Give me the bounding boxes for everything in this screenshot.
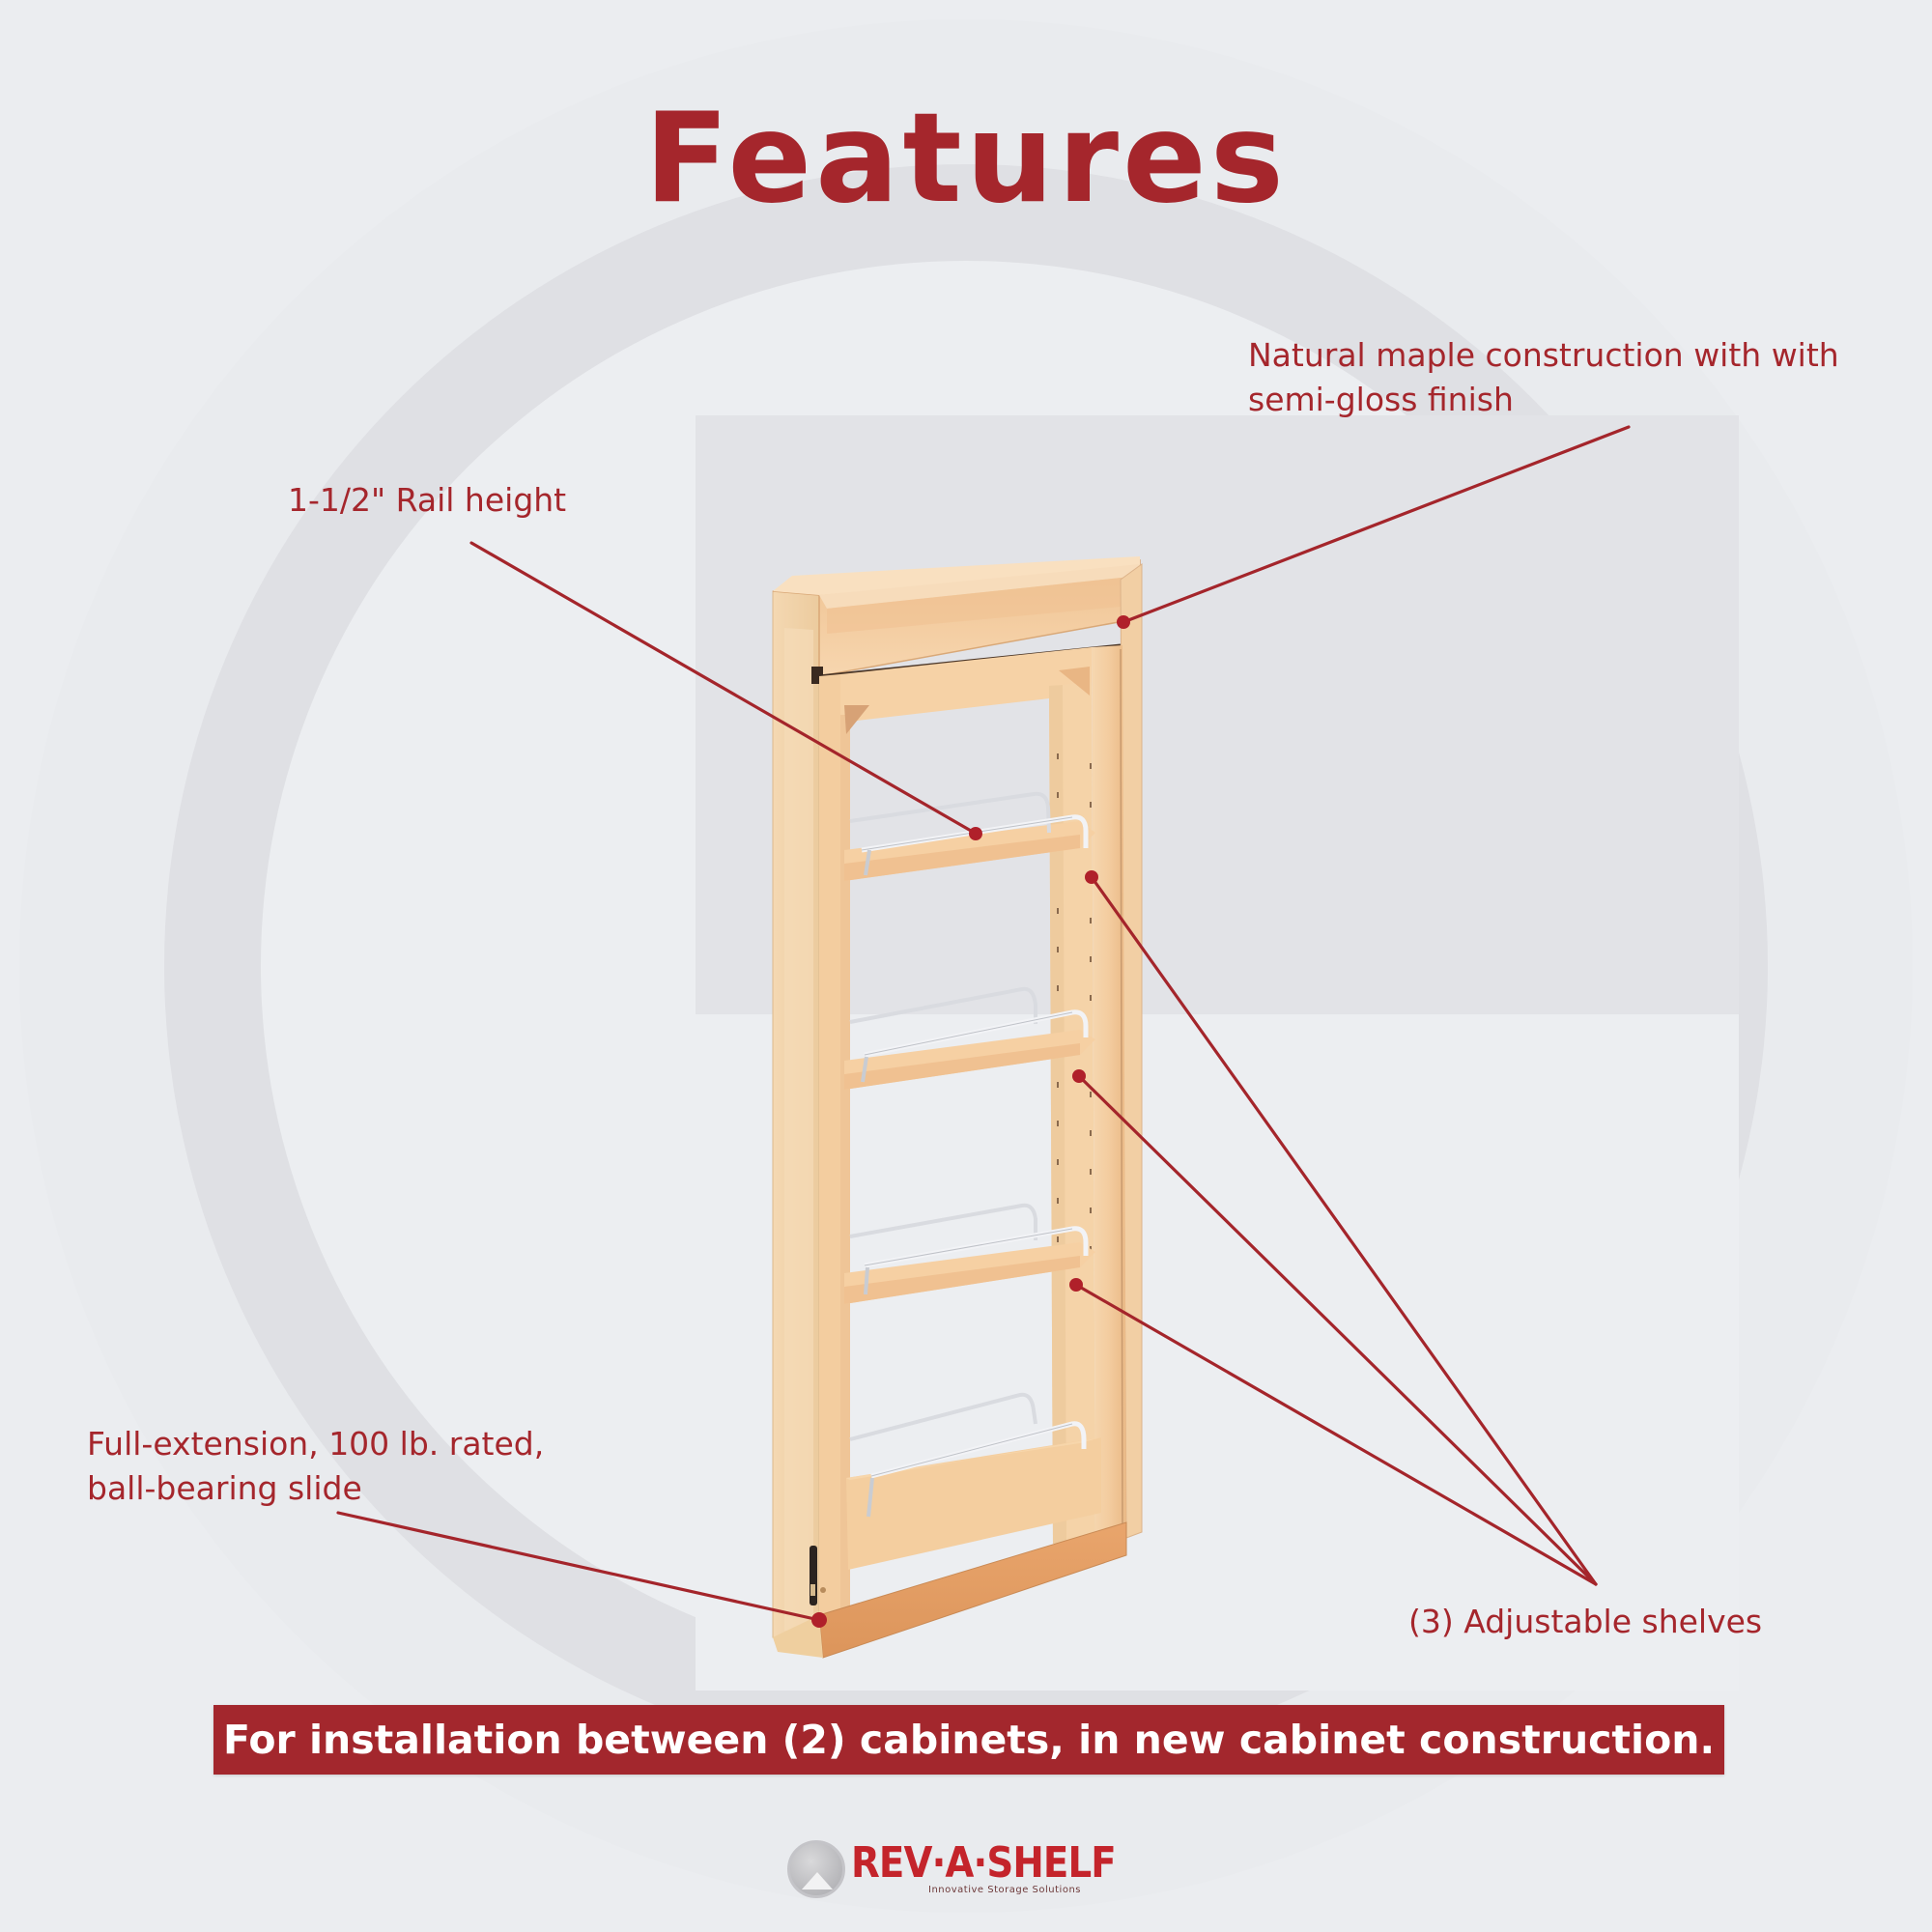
callout-label-line: 1-1/2" Rail height xyxy=(288,481,567,519)
brand-logo: REV·A·SHELF Innovative Storage Solutions xyxy=(787,1835,1151,1903)
brand-logo-mark-icon xyxy=(787,1840,845,1898)
page-title: Features xyxy=(644,87,1288,231)
callout-label-rail-height: 1-1/2" Rail height xyxy=(288,478,566,523)
brand-wordmark: REV·A·SHELF xyxy=(851,1838,1117,1888)
brand-tagline: Innovative Storage Solutions xyxy=(928,1885,1081,1895)
callout-label-line: semi-gloss finish xyxy=(1248,381,1514,418)
brand-logo-text: REV·A·SHELF Innovative Storage Solutions xyxy=(851,1842,1151,1896)
installation-note-banner: For installation between (2) cabinets, i… xyxy=(213,1705,1724,1775)
callout-label-line: Full-extension, 100 lb. rated, xyxy=(87,1425,545,1463)
callout-label-line: (3) Adjustable shelves xyxy=(1408,1603,1763,1640)
callout-label-maple-construction: Natural maple construction with with sem… xyxy=(1248,333,1839,422)
callout-label-ball-bearing-slide: Full-extension, 100 lb. rated, ball-bear… xyxy=(87,1422,544,1511)
callout-label-line: ball-bearing slide xyxy=(87,1469,362,1507)
callout-label-line: Natural maple construction with with xyxy=(1248,336,1839,374)
photo-backdrop-wall xyxy=(696,415,1739,1014)
photo-backdrop-floor xyxy=(696,1014,1739,1690)
callout-label-adjustable-shelves: (3) Adjustable shelves xyxy=(1408,1600,1762,1644)
